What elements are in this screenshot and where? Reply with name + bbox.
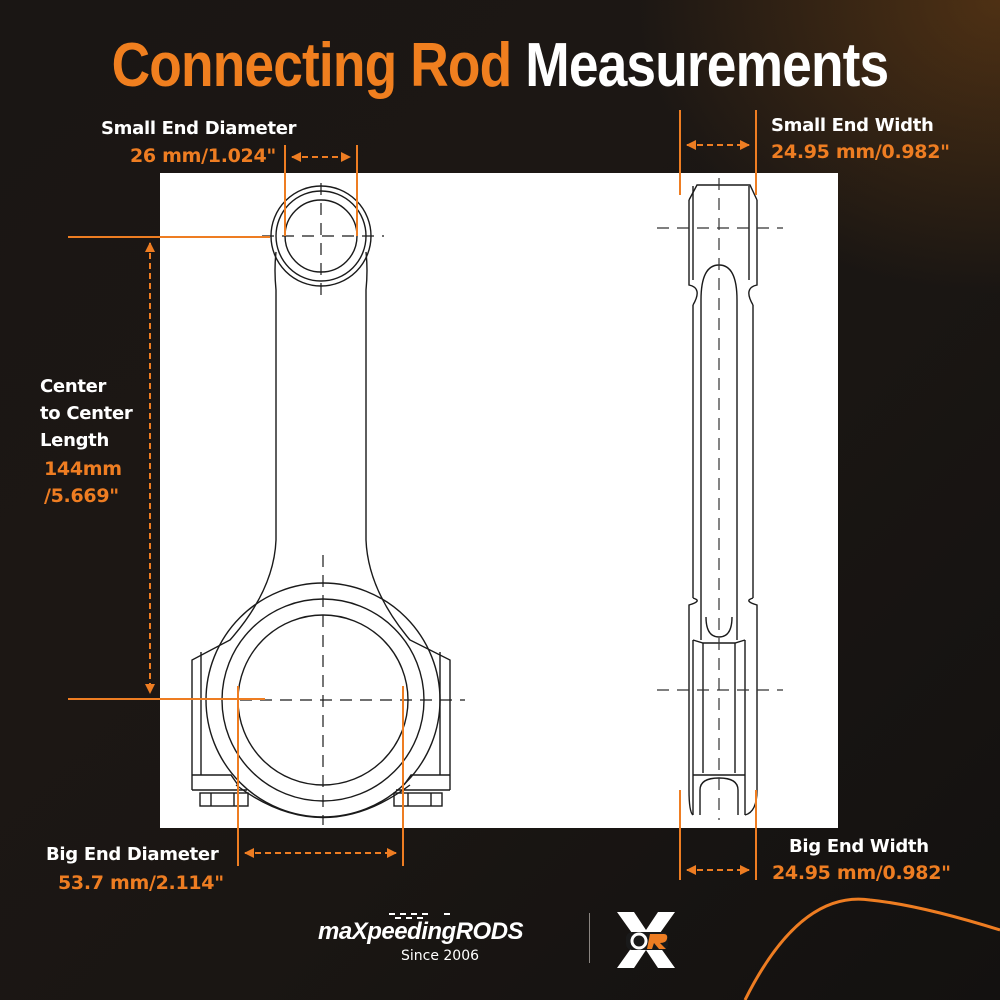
- small-end-width-value: 24.95 mm/0.982": [771, 141, 950, 163]
- front-view: [191, 185, 451, 819]
- center-to-center-value-line2: /5.669": [44, 485, 119, 507]
- page-title: Connecting Rod Measurements: [70, 28, 930, 104]
- small-end-width-label: Small End Width: [771, 115, 934, 136]
- big-end-diameter-label: Big End Diameter: [46, 844, 219, 865]
- decorative-curve: [743, 897, 1000, 1000]
- brand-tagline: Since 2006: [400, 948, 480, 964]
- center-to-center-label: Center to Center Length: [40, 373, 133, 454]
- brand-logo: maXpeedingRODS: [318, 918, 524, 945]
- title-part-white: Measurements: [525, 31, 889, 100]
- small-end-diameter-label: Small End Diameter: [101, 118, 297, 139]
- drawing-panel: [160, 173, 838, 828]
- center-to-center-label-line2: to Center: [40, 403, 133, 424]
- checkered-flag-icon: [389, 913, 450, 919]
- big-end-width-value: 24.95 mm/0.982": [772, 862, 951, 884]
- center-to-center-value: 144mm /5.669": [44, 456, 122, 510]
- center-to-center-value-line1: 144mm: [44, 458, 122, 480]
- logo-divider: [589, 913, 590, 963]
- big-end-width-label: Big End Width: [789, 836, 929, 857]
- title-part-orange: Connecting Rod: [111, 31, 513, 100]
- big-end-diameter-value: 53.7 mm/2.114": [58, 872, 224, 894]
- dimension-lines: [68, 110, 757, 880]
- center-to-center-label-line1: Center: [40, 376, 107, 397]
- center-to-center-label-line3: Length: [40, 430, 109, 451]
- side-view: [688, 184, 758, 816]
- small-end-diameter-value: 26 mm/1.024": [130, 145, 276, 167]
- brand-badge-icon: [617, 912, 675, 968]
